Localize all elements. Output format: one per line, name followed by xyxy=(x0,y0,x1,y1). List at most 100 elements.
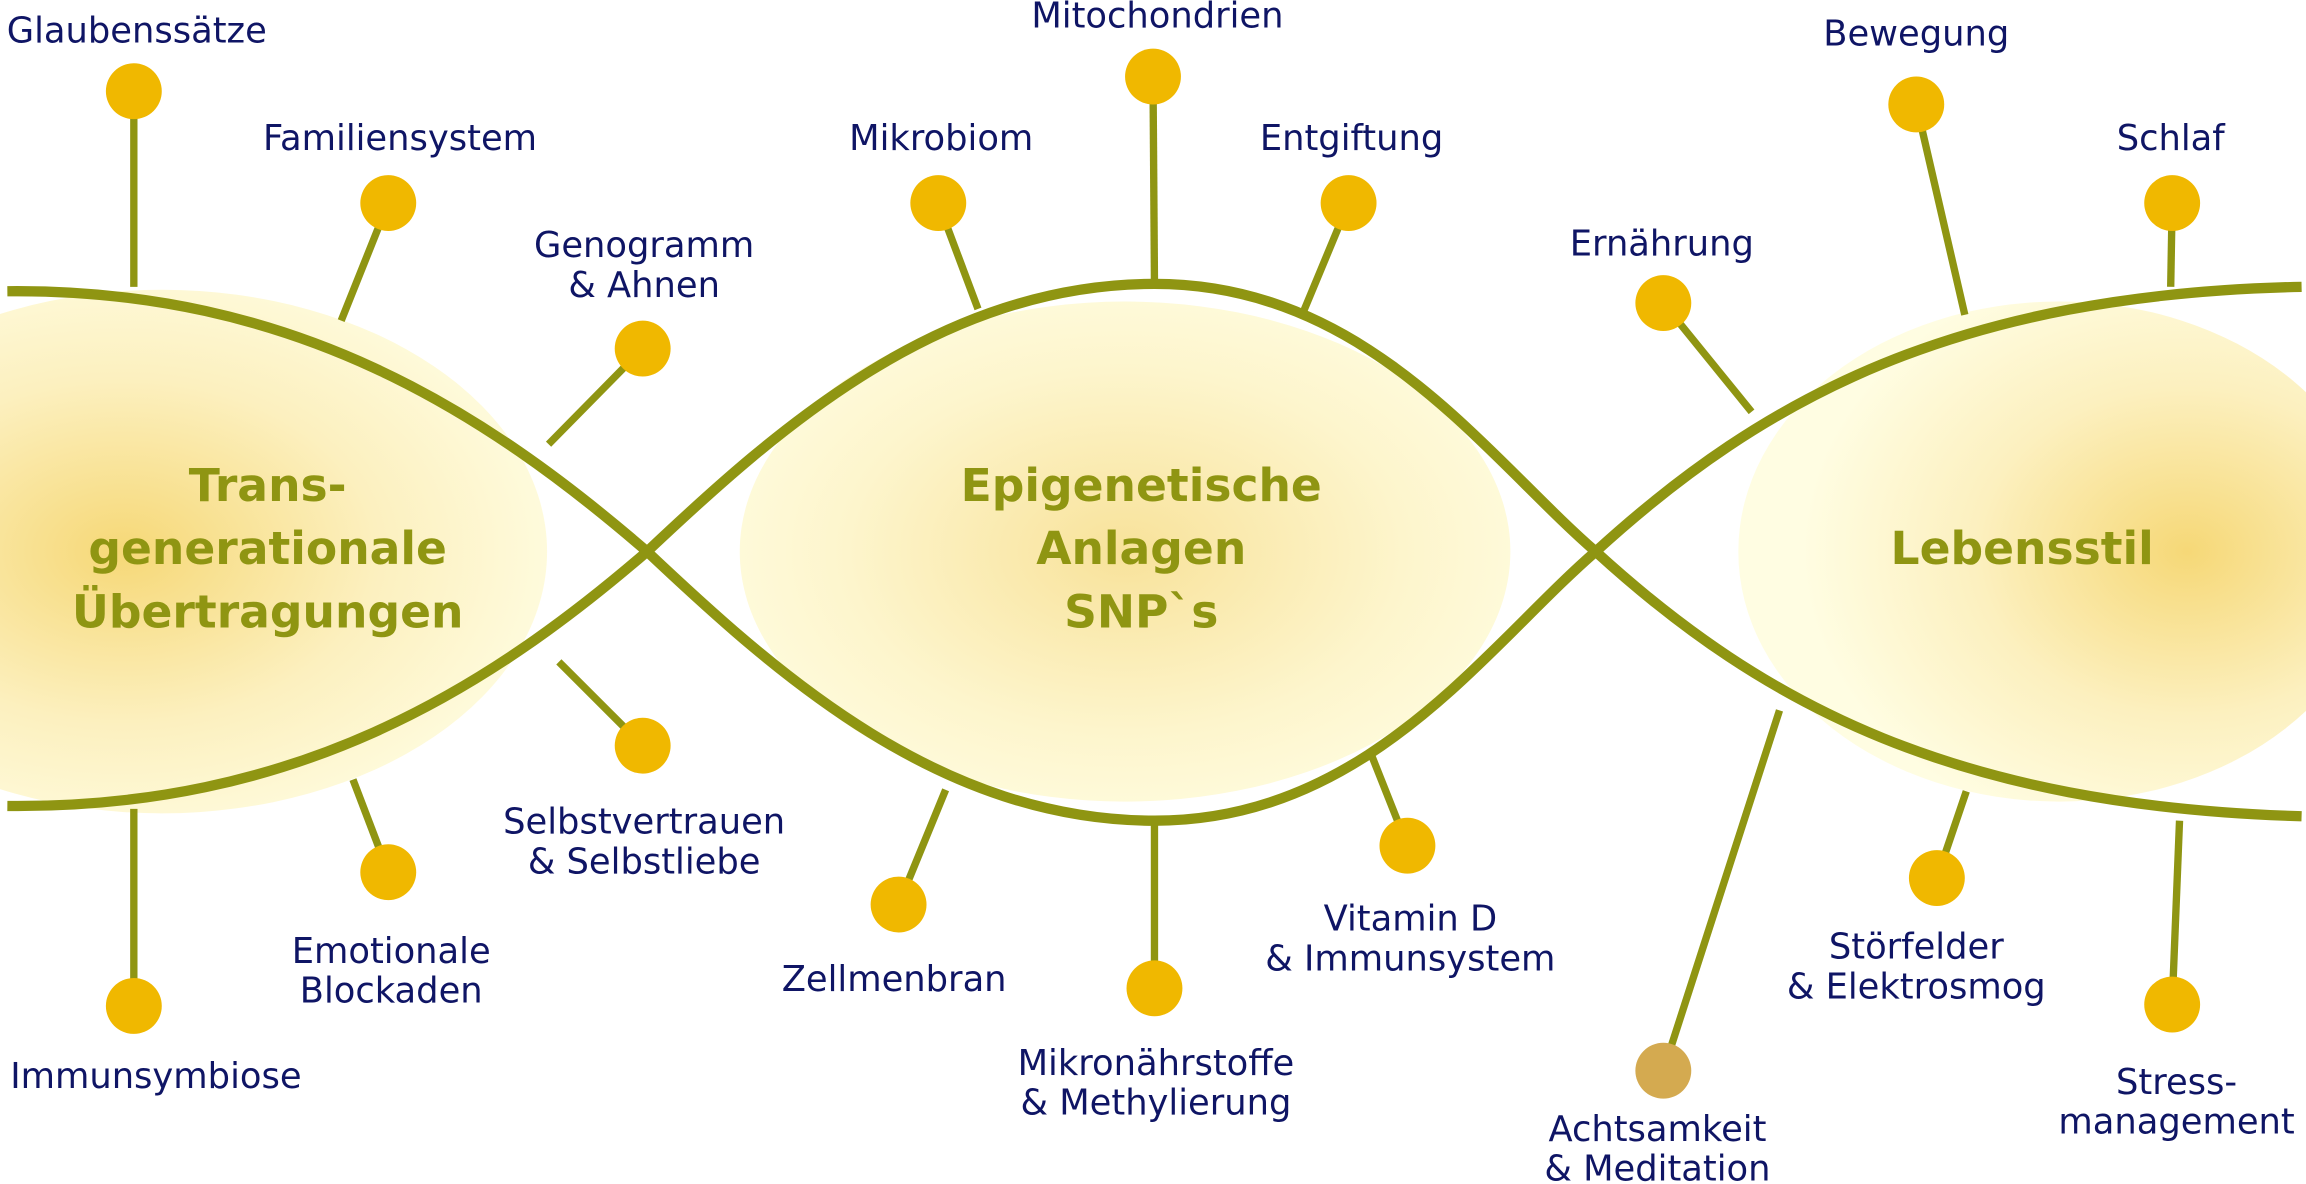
pin-label-line: & Elektrosmog xyxy=(1787,966,2046,1007)
pin-zellmenbran: Zellmenbran xyxy=(782,788,1007,1000)
pin-label-line: Schlaf xyxy=(2117,118,2227,159)
pin-label-line: & Meditation xyxy=(1544,1149,1770,1184)
pin-label-line: Familiensystem xyxy=(263,118,537,159)
pin-label: Zellmenbran xyxy=(782,959,1007,1000)
strand-a xyxy=(7,281,2302,826)
pin-label-line: Blockaden xyxy=(300,971,483,1012)
pin-label-line: Mitochondrien xyxy=(1031,0,1283,37)
pin-label: Genogramm& Ahnen xyxy=(534,225,754,306)
pin-dot xyxy=(1125,48,1181,105)
pin-label: Mitochondrien xyxy=(1031,0,1283,37)
pin-dot xyxy=(360,175,417,231)
pin-connector xyxy=(1912,103,1969,316)
pin-dot xyxy=(614,717,671,774)
pin-dot xyxy=(360,844,417,901)
pin-vitamin-d: Vitamin D& Immunsystem xyxy=(1265,751,1555,980)
pin-label-line: Entgiftung xyxy=(1260,118,1443,159)
pin-label-line: Glaubenssätze xyxy=(7,10,267,51)
pin-label-line: Immunsymbiose xyxy=(10,1056,301,1097)
pin-label-line: & Immunsystem xyxy=(1265,938,1555,979)
pin-entgiftung: Entgiftung xyxy=(1260,118,1443,318)
pin-achtsamkeit: Achtsamkeit& Meditation xyxy=(1544,709,1784,1184)
pin-label: Ernährung xyxy=(1570,224,1754,265)
pin-label-line: Vitamin D xyxy=(1324,899,1498,940)
glow-middle xyxy=(739,301,1511,802)
pin-label-line: management xyxy=(2058,1102,2294,1143)
pin-stress: Stress-management xyxy=(2058,820,2295,1143)
pin-label-line: Emotionale xyxy=(292,931,491,972)
pin-label-line: Achtsamkeit xyxy=(1548,1109,1766,1150)
pin-stoerfelder: Störfelder& Elektrosmog xyxy=(1787,790,2046,1007)
pin-genogramm: Genogramm& Ahnen xyxy=(534,225,754,447)
pin-label: Achtsamkeit& Meditation xyxy=(1544,1109,1770,1184)
pin-label-line: Mikrobiom xyxy=(849,118,1033,159)
pin-dot xyxy=(1379,817,1436,874)
pin-label: Bewegung xyxy=(1823,13,2009,54)
pin-label: Schlaf xyxy=(2117,118,2227,159)
center-label-line: SNP`s xyxy=(1064,585,1218,638)
pin-dot xyxy=(1635,1042,1692,1099)
pin-mitochondrien: Mitochondrien xyxy=(1031,0,1283,284)
pin-dot xyxy=(1126,960,1183,1017)
pin-label-line: & Selbstliebe xyxy=(528,841,761,882)
center-label-line: Übertragungen xyxy=(72,584,464,638)
pin-mikrobiom: Mikrobiom xyxy=(849,118,1033,311)
center-label-lifestyle: Lebensstil xyxy=(1891,522,2154,575)
pin-schlaf: Schlaf xyxy=(2117,118,2227,287)
pin-mikronaehrstoffe: Mikronährstoffe& Methylierung xyxy=(1018,820,1295,1124)
pin-label-line: Stress- xyxy=(2116,1062,2237,1103)
pin-label: Mikrobiom xyxy=(849,118,1033,159)
pin-glaubenssaetze: Glaubenssätze xyxy=(7,10,267,287)
glow-right xyxy=(1738,301,2306,802)
pin-label: Glaubenssätze xyxy=(7,10,267,51)
pin-dot xyxy=(1635,275,1692,331)
pin-label: Immunsymbiose xyxy=(10,1056,301,1097)
pin-dot xyxy=(1888,76,1945,133)
pin-dot xyxy=(1320,175,1377,231)
pin-ernaehrung: Ernährung xyxy=(1570,224,1755,415)
center-label-line: generationale xyxy=(88,522,447,575)
center-label-line: Anlagen xyxy=(1036,522,1246,575)
pin-dot xyxy=(105,978,162,1034)
pin-familiensystem: Familiensystem xyxy=(263,118,537,323)
pin-dot xyxy=(2144,175,2201,231)
pin-dot xyxy=(105,63,162,120)
helix-strands xyxy=(7,278,2302,826)
pin-label: Mikronährstoffe& Methylierung xyxy=(1018,1043,1295,1124)
pin-label-line: Mikronährstoffe xyxy=(1018,1043,1295,1084)
pin-label: Entgiftung xyxy=(1260,118,1443,159)
pin-selbstvertrauen: Selbstvertrauen& Selbstliebe xyxy=(503,659,785,883)
pin-label: Selbstvertrauen& Selbstliebe xyxy=(503,802,785,883)
pin-label-line: Ernährung xyxy=(1570,224,1754,265)
center-label-line: Trans- xyxy=(189,459,347,512)
pin-dot xyxy=(1908,850,1965,906)
pin-immunsymbiose: Immunsymbiose xyxy=(10,808,302,1097)
pin-label: Stress-management xyxy=(2058,1062,2294,1143)
pin-label-line: & Methylierung xyxy=(1020,1083,1291,1124)
pin-label-line: Störfelder xyxy=(1829,927,2004,968)
pin-connector xyxy=(2168,820,2184,1005)
pin-label: Familiensystem xyxy=(263,118,537,159)
strand-b xyxy=(7,278,2302,822)
glow-areas xyxy=(0,289,2306,814)
center-label-line: Epigenetische xyxy=(961,459,1322,512)
pin-bewegung: Bewegung xyxy=(1823,13,2009,316)
pin-label-line: Bewegung xyxy=(1823,13,2009,54)
pin-dot xyxy=(2144,976,2201,1033)
pin-label-line: Genogramm xyxy=(534,225,754,266)
glow-left xyxy=(0,289,547,814)
pin-dot xyxy=(910,175,967,231)
pin-label-line: & Ahnen xyxy=(568,265,720,306)
pin-label-line: Zellmenbran xyxy=(782,959,1007,1000)
center-label-line: Lebensstil xyxy=(1891,522,2154,575)
pin-label-line: Selbstvertrauen xyxy=(503,802,785,843)
pin-connector xyxy=(1659,709,1784,1072)
pin-label: Vitamin D& Immunsystem xyxy=(1265,899,1555,980)
pin-dot xyxy=(614,320,671,377)
